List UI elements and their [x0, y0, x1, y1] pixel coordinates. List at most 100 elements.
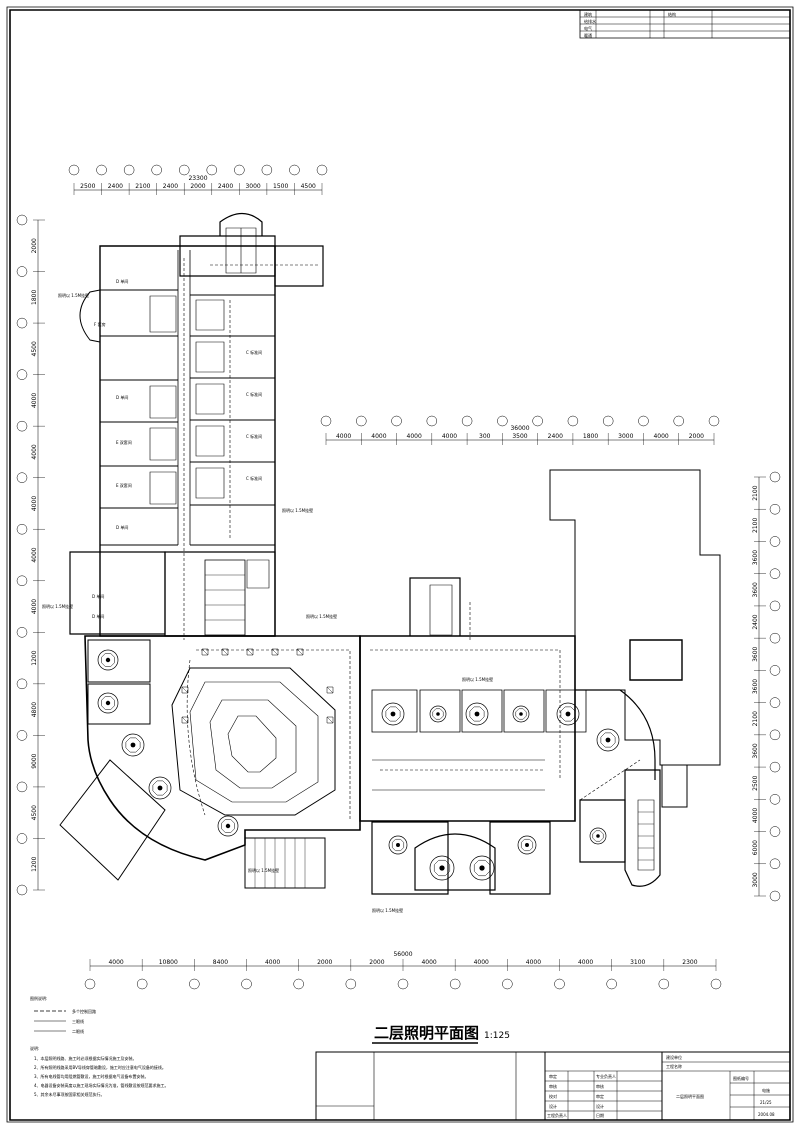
mid-axis-bubble — [638, 416, 648, 426]
chandelier-inner-icon — [126, 738, 140, 752]
title-block-text: 审定 审核 校对 设计 工程负责人 专业负责人 审核 审定 设计 日期 建设单位… — [547, 1054, 775, 1118]
chandelier-icon — [98, 650, 118, 670]
bottom-axis-bubble — [450, 979, 460, 989]
chandelier-center-icon — [396, 843, 400, 847]
top-dim-value: 2000 — [190, 183, 205, 190]
bottom-dim-value: 4000 — [578, 959, 593, 966]
chandelier-inner-icon — [222, 820, 235, 833]
chandelier-icon — [518, 836, 536, 854]
left-dim-value: 4800 — [31, 702, 38, 717]
ceiling-lamp-icon — [297, 649, 303, 655]
chandelier-center-icon — [105, 657, 111, 663]
ceiling-lamp-cross-icon — [182, 687, 188, 693]
tb-left-row-3: 校对 — [549, 1093, 557, 1099]
mid-axis-bubble — [709, 416, 719, 426]
rev-block-cell-5: 暖通 — [584, 32, 592, 38]
right-dim-value: 2400 — [752, 614, 759, 629]
wiring — [184, 258, 640, 820]
bottom-dim-value: 4000 — [108, 959, 123, 966]
chandelier-icon — [98, 693, 118, 713]
bottom-dim-value: 2000 — [317, 959, 332, 966]
tb-right-row-2: 审核 — [596, 1083, 604, 1089]
tb-project-label: 建设单位 — [666, 1054, 682, 1060]
right-axis-bubble — [770, 633, 780, 643]
note-1: 1、本层照明线路、施工时必须根据实际情况施工及安装。 — [34, 1055, 137, 1061]
bottom-dim-value: 4000 — [474, 959, 489, 966]
chandelier-center-icon — [474, 711, 480, 717]
sheet-border — [7, 7, 793, 1122]
bottom-dim-value: 2000 — [369, 959, 384, 966]
chandelier-center-icon — [525, 843, 529, 847]
chandelier-center-icon — [105, 700, 111, 706]
right-axis-bubble — [770, 891, 780, 901]
left-axis-bubble — [17, 679, 27, 689]
tb-right-row-1: 专业负责人 — [596, 1073, 616, 1079]
right-axis-bubble — [770, 794, 780, 804]
bottom-dim-value: 4000 — [265, 959, 280, 966]
chandelier-icon — [470, 856, 494, 880]
right-dim-value: 2100 — [752, 485, 759, 500]
drawing-title: 二层照明平面图 — [374, 1024, 479, 1042]
annotation-1: 照明以 1.5M挂壁 — [58, 292, 89, 298]
top-dim-value: 2400 — [218, 183, 233, 190]
annotation-7: 照明以 1.5M挂壁 — [372, 907, 403, 913]
note-2: 2、所有照明线路采用BV导线穿管暗敷设，施工时应注意电气设备的接线。 — [34, 1064, 166, 1070]
tb-sheet-no: 21/25 — [760, 1100, 772, 1105]
top-dim-total: 23300 — [188, 175, 207, 182]
tb-drawing-no-label: 图纸编号 — [733, 1075, 749, 1081]
ceiling-lamp-cross-icon — [327, 687, 333, 693]
mid-axis-bubble — [462, 416, 472, 426]
tb-left-row-5: 工程负责人 — [547, 1112, 567, 1118]
left-dim-value: 4500 — [31, 805, 38, 820]
right-dim-value: 4000 — [752, 808, 759, 823]
top-axis-bubble — [262, 165, 272, 175]
room-label: D 单间 — [116, 394, 128, 400]
mid-dim-value: 4000 — [653, 433, 668, 440]
title-block — [316, 1052, 790, 1120]
left-dim-value: 4000 — [31, 444, 38, 459]
bottom-axis-bubble — [85, 979, 95, 989]
right-axis-bubble — [770, 472, 780, 482]
chandelier-center-icon — [565, 711, 571, 717]
notes-title: 说明: — [30, 1045, 39, 1051]
ceiling-lamp-icon — [222, 649, 228, 655]
top-axis-bubble — [207, 165, 217, 175]
floor-plan — [60, 214, 720, 895]
right-dim-value: 3600 — [752, 679, 759, 694]
right-dim-value: 3600 — [752, 646, 759, 661]
tb-left-row-2: 审核 — [549, 1083, 557, 1089]
right-axis-bubble — [770, 569, 780, 579]
tb-left-row-4: 设计 — [549, 1103, 557, 1109]
chandelier-inner-icon — [102, 697, 115, 710]
ceiling-lamp-icon — [327, 717, 333, 723]
right-axis-bubble — [770, 730, 780, 740]
bottom-axis-bubble — [346, 979, 356, 989]
right-axis-bubble — [770, 536, 780, 546]
drawing-title-group: 二层照明平面图 1:125 — [372, 1024, 510, 1043]
left-dim-value: 9000 — [31, 753, 38, 768]
tb-right-row-3: 审定 — [596, 1093, 604, 1099]
annotation-5: 照明以 1.5M挂壁 — [462, 676, 493, 682]
bottom-axis-bubble — [659, 979, 669, 989]
room-label: D 单间 — [116, 278, 128, 284]
left-dim-value: 4000 — [31, 599, 38, 614]
left-dim-value: 4000 — [31, 393, 38, 408]
chandelier-icon — [513, 706, 529, 722]
left-axis-bubble — [17, 833, 27, 843]
bottom-dim-value: 4000 — [421, 959, 436, 966]
mid-axis-bubble — [568, 416, 578, 426]
mid-dim-value: 4000 — [336, 433, 351, 440]
room-label: C 标准间 — [246, 433, 262, 439]
left-dim-value: 4500 — [31, 341, 38, 356]
left-axis-bubble — [17, 627, 27, 637]
chandelier-center-icon — [157, 785, 163, 791]
chandelier-icon — [590, 828, 606, 844]
room-label: E 双套间 — [116, 482, 132, 488]
room-label: D 单间 — [92, 593, 104, 599]
notes: 说明: 1、本层照明线路、施工时必须根据实际情况施工及安装。 2、所有照明线路采… — [30, 1045, 169, 1097]
ceiling-lamp-icon — [182, 717, 188, 723]
bottom-dim-value: 10800 — [159, 959, 178, 966]
chandelier-center-icon — [519, 712, 523, 716]
